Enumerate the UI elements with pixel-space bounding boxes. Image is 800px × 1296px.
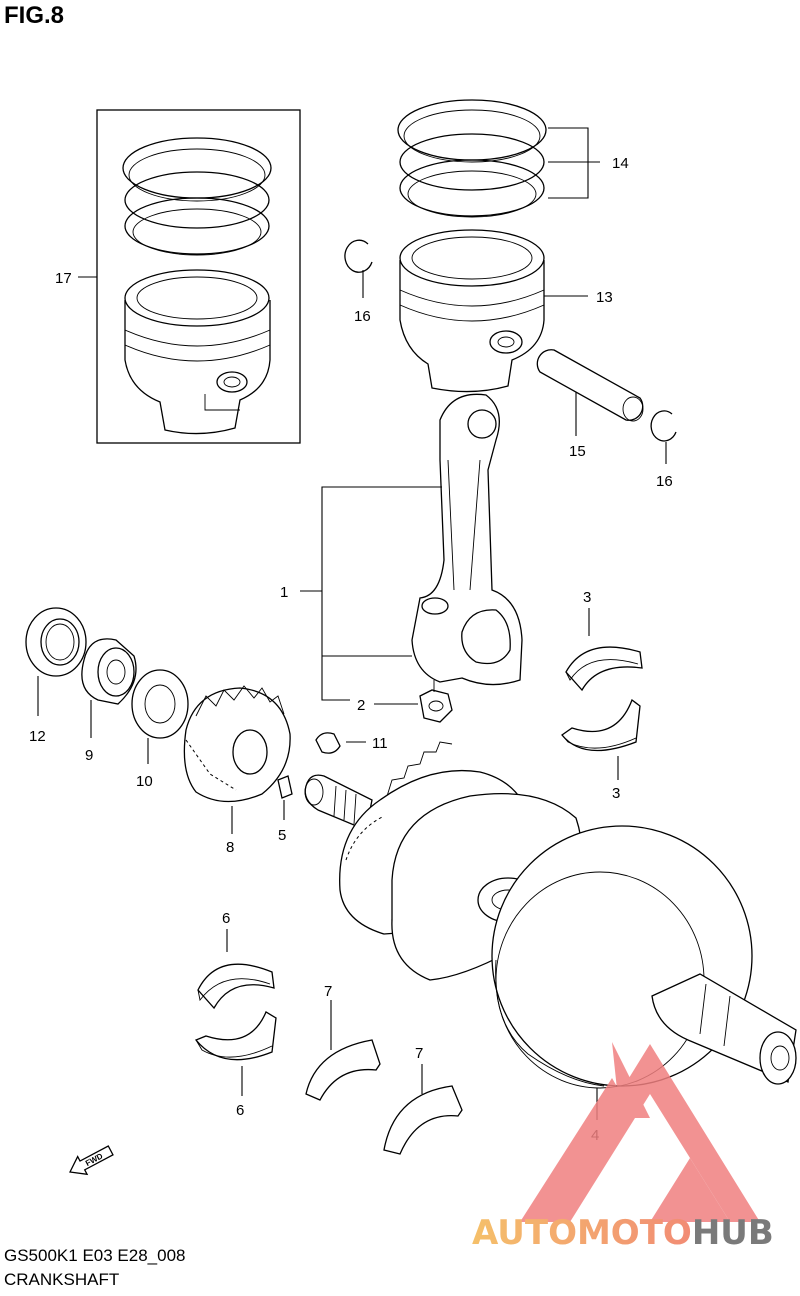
watermark-text-part1: AUTOMOTO (472, 1213, 692, 1253)
callout-9: 9 (85, 747, 93, 764)
conrod-bearing-lower (561, 698, 641, 752)
callout-6-lower: 6 (236, 1102, 244, 1119)
primary-drive-gear (183, 685, 291, 803)
callout-5: 5 (278, 827, 286, 844)
connecting-rod (411, 393, 523, 686)
spacer-bushing (81, 638, 137, 705)
crank-bearing-upper (197, 963, 275, 1010)
callout-6-upper: 6 (222, 910, 230, 927)
woodruff-key (315, 732, 341, 754)
piston (399, 229, 545, 393)
callout-16-lower: 16 (656, 473, 673, 490)
crankshaft (304, 741, 797, 1089)
figure-title: FIG.8 (4, 2, 65, 29)
callout-17: 17 (55, 270, 72, 287)
thrust-bearing-right (383, 1085, 463, 1155)
thrust-washer (131, 669, 189, 739)
watermark-logo-icon (520, 1042, 760, 1222)
callout-8: 8 (226, 839, 234, 856)
callout-14: 14 (612, 155, 629, 172)
callout-11: 11 (372, 735, 388, 752)
callout-10: 10 (136, 773, 153, 790)
watermark-text-part2: HUB (692, 1213, 774, 1253)
callout-1: 1 (280, 584, 288, 601)
model-code: GS500K1 E03 E28_008 (4, 1246, 186, 1265)
crank-bearing-lower (194, 1011, 277, 1061)
callout-3-upper: 3 (583, 589, 591, 606)
piston-ring-set (397, 99, 547, 218)
callout-13: 13 (596, 289, 613, 306)
callout-15: 15 (569, 443, 586, 460)
forward-direction-arrow: FWD (69, 1145, 114, 1176)
watermark-text: AUTOMOTOHUB (472, 1213, 774, 1253)
piston-pin (536, 349, 644, 422)
figure-caption: CRANKSHAFT (4, 1270, 120, 1289)
circlip-lower (650, 410, 677, 442)
piston-set-box (96, 109, 301, 444)
conrod-nut (419, 680, 453, 723)
oil-seal (25, 607, 87, 677)
callout-16-upper: 16 (354, 308, 371, 325)
conrod-bearing-upper (565, 646, 643, 692)
callout-2: 2 (357, 697, 365, 714)
thrust-bearing-left (305, 1039, 381, 1101)
dowel-pin (277, 775, 293, 799)
callout-12: 12 (29, 728, 46, 745)
callout-7-right: 7 (415, 1045, 423, 1062)
callout-3-lower: 3 (612, 785, 620, 802)
circlip-upper (344, 239, 373, 273)
callout-7-left: 7 (324, 983, 332, 1000)
